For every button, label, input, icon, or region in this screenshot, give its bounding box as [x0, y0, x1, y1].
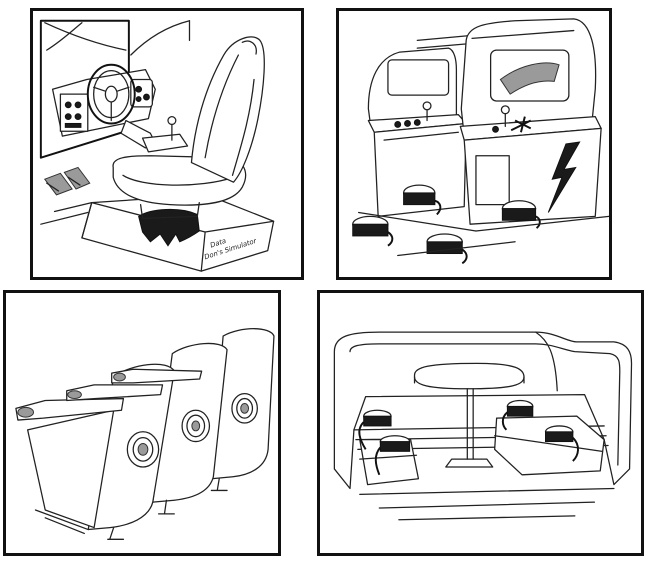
seat-shaker-disc-3	[231, 393, 258, 424]
theater-seating-illustration	[15, 328, 275, 540]
gear-shift-knob	[167, 115, 177, 126]
driving-simulator-illustration: Data Don's Simulator	[39, 19, 275, 272]
booth-shaker-4	[544, 425, 579, 462]
steering-wheel	[86, 63, 136, 125]
pedal-left	[43, 172, 73, 196]
bench-right	[494, 415, 605, 476]
panel-arcade-cabinets	[336, 8, 612, 280]
gear-console	[141, 133, 189, 153]
arcade-cabinets-illustration	[352, 18, 609, 265]
pedal-right	[63, 166, 91, 190]
bass-shaker-unit	[138, 209, 200, 247]
seat-shaker-disc-2	[181, 409, 211, 443]
shaker-unit-3	[352, 215, 394, 247]
theater-seat-front	[27, 409, 115, 529]
armrest-middle	[66, 384, 164, 402]
shaker-unit-1	[402, 184, 442, 216]
panel-booth-seating	[317, 290, 644, 556]
coin-door	[475, 155, 510, 206]
screen-graphic	[499, 62, 560, 95]
armrest-front	[15, 397, 125, 421]
arcade-screen-left	[387, 59, 450, 96]
seat-shaker-disc-1	[126, 431, 160, 468]
booth-shaker-2	[374, 435, 411, 476]
booth-shaker-1	[358, 409, 392, 450]
shaker-unit-2	[501, 200, 541, 229]
booth-table-top	[413, 362, 525, 390]
seat-backrest	[190, 36, 265, 183]
panel-driving-simulator: Data Don's Simulator	[30, 8, 304, 280]
panel-theater-seating	[3, 290, 281, 556]
booth-shaker-3	[501, 399, 534, 431]
booth-seating-illustration	[333, 331, 633, 521]
arcade-cabinet-left-base	[373, 122, 467, 218]
booth-backrest	[333, 331, 633, 490]
lightning-bolt-icon	[547, 141, 581, 213]
